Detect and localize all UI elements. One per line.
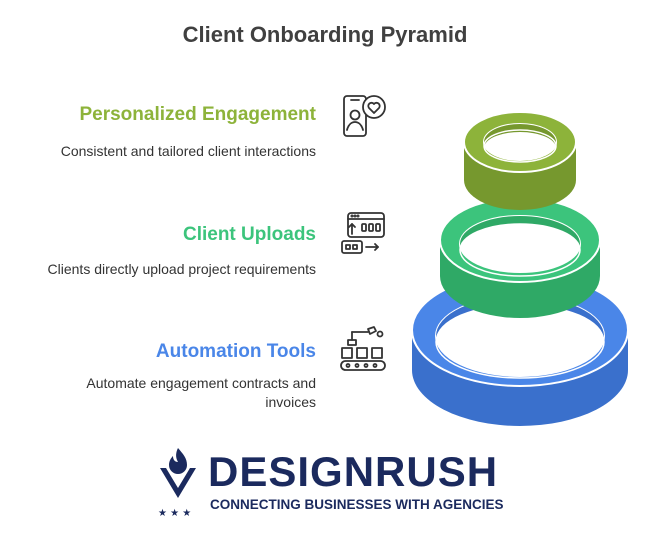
phone-heart-icon <box>338 90 390 142</box>
page-title: Client Onboarding Pyramid <box>182 22 468 47</box>
ring-personalized-engagement <box>463 111 577 210</box>
level-title-client-uploads: Client Uploads <box>182 224 316 245</box>
robot-conveyor-icon <box>338 324 390 376</box>
logo-name: DESIGNRUSH <box>208 448 499 495</box>
level-description-personalized-engagement: Consistent and tailored client interacti… <box>60 143 316 159</box>
level-description-client-uploads: Clients directly upload project requirem… <box>47 261 316 277</box>
upload-window-icon <box>338 207 390 259</box>
level-title-personalized-engagement: Personalized Engagement <box>79 104 316 125</box>
ring-client-uploads <box>439 197 601 318</box>
pyramid-rings <box>411 111 629 426</box>
svg-text:★ ★ ★: ★ ★ ★ <box>158 508 191 519</box>
level-title-automation-tools: Automation Tools <box>155 341 316 362</box>
designrush-logo-mark: ★ ★ ★ <box>156 446 200 520</box>
logo-tagline: CONNECTING BUSINESSES WITH AGENCIES <box>210 497 504 512</box>
level-description-automation-tools: Automate engagement contracts and invoic… <box>86 375 316 410</box>
